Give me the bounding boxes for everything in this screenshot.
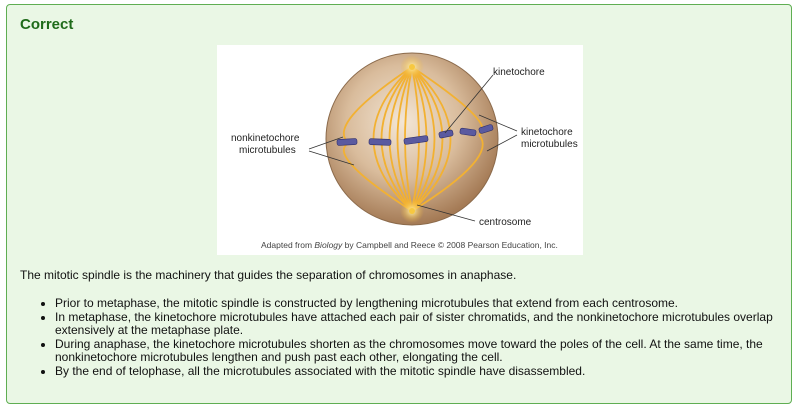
chromosomes: [336, 124, 494, 146]
label-kinetochore-microtubules-2: microtubules: [521, 139, 578, 150]
spindle-fibers: [343, 66, 484, 212]
label-centrosome: centrosome: [479, 217, 532, 228]
feedback-title: Correct: [20, 16, 74, 33]
feedback-panel: Correct: [6, 4, 792, 404]
list-item: In metaphase, the kinetochore microtubul…: [55, 310, 780, 338]
feedback-intro: The mitotic spindle is the machinery tha…: [20, 268, 517, 282]
leader-lines: [308, 74, 518, 222]
feedback-bullets: Prior to metaphase, the mitotic spindle …: [20, 296, 780, 379]
list-item: During anaphase, the kinetochore microtu…: [55, 337, 780, 365]
label-nonkinetochore-1: nonkinetochore: [231, 133, 300, 144]
list-item: Prior to metaphase, the mitotic spindle …: [55, 296, 780, 311]
centrosome-top: [400, 55, 424, 79]
label-kinetochore-microtubules-1: kinetochore: [521, 127, 573, 138]
mitotic-spindle-figure: kinetochore kinetochore microtubules non…: [217, 45, 583, 255]
figure-credit: Adapted from Biology by Campbell and Ree…: [261, 240, 558, 250]
label-nonkinetochore-2: microtubules: [239, 145, 296, 156]
spindle-diagram: kinetochore kinetochore microtubules non…: [231, 52, 578, 250]
label-kinetochore: kinetochore: [493, 67, 545, 78]
list-item: By the end of telophase, all the microtu…: [55, 364, 780, 379]
centrosome-bottom: [400, 199, 424, 223]
